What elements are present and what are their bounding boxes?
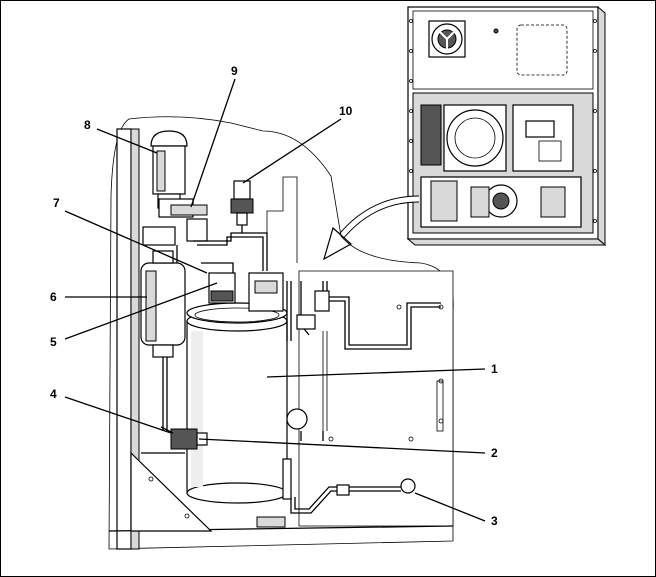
refrigerant-piping [231,176,441,528]
callout-4: 4 [50,387,57,401]
mounting-bracket [130,451,213,532]
solenoid-valve [208,272,292,341]
leader-9 [190,78,236,208]
callout-3: 3 [491,514,498,528]
condenser-fan-icon [443,104,507,172]
callout-9: 9 [231,64,238,78]
leader-5 [64,282,218,340]
leader-3 [414,492,486,522]
pressure-valve [230,180,254,233]
control-box-icon [512,104,574,172]
callout-1: 1 [491,362,498,376]
unit-overview-inset [406,5,607,247]
leader-4 [64,396,172,434]
leader-10 [242,118,342,184]
callout-7: 7 [53,196,60,210]
callout-8: 8 [84,118,91,132]
leader-8 [96,128,158,154]
leader-7 [64,210,208,274]
temperature-sensor [141,426,208,454]
leader-2 [198,438,486,454]
leader-lines [64,78,486,522]
arrow-head [323,226,353,261]
callout-2: 2 [491,446,498,460]
callout-6: 6 [50,290,57,304]
callout-labels: 1 2 3 4 5 6 7 8 9 10 [50,64,498,528]
receiver-tank [186,302,288,504]
callout-5: 5 [50,335,57,349]
filter-drier [140,130,188,431]
callout-10: 10 [339,104,353,118]
fan-grille-icon [428,20,466,58]
leader-1 [266,368,486,378]
service-valves [142,198,268,273]
